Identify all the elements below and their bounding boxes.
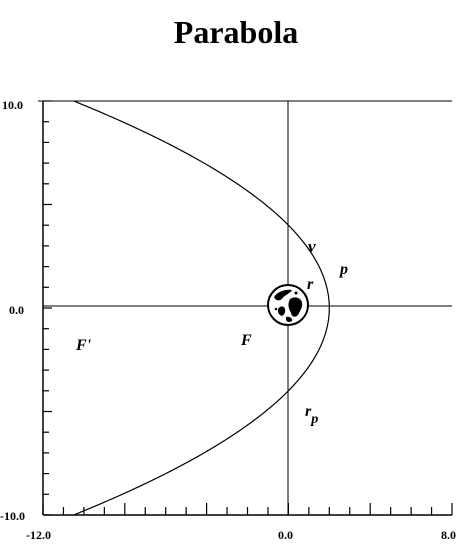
x-tick-label-left: -12.0 — [26, 528, 51, 542]
y-tick-label-mid: 0.0 — [9, 303, 24, 317]
parabola-curve — [73, 100, 330, 516]
y-tick-label-top: 10.0 — [2, 98, 23, 112]
label-r-periapsis-sub: p — [310, 412, 318, 427]
x-tick-label-right: 8.0 — [441, 528, 456, 542]
y-axis-ticks — [43, 100, 52, 516]
earth-globe-icon — [267, 284, 309, 326]
label-p: p — [338, 261, 348, 278]
x-axis-ticks — [42, 503, 453, 515]
label-r-periapsis: rp — [305, 403, 318, 427]
label-focus-F: F — [240, 332, 252, 349]
diagram-title: Parabola — [173, 14, 299, 50]
label-v: v — [308, 237, 316, 256]
label-empty-focus-F-prime: F' — [75, 337, 92, 354]
x-tick-label-mid: 0.0 — [278, 528, 293, 542]
label-r-periapsis-main: r — [305, 403, 312, 420]
y-tick-label-bottom: -10.0 — [0, 509, 25, 523]
label-r: r — [307, 276, 314, 293]
